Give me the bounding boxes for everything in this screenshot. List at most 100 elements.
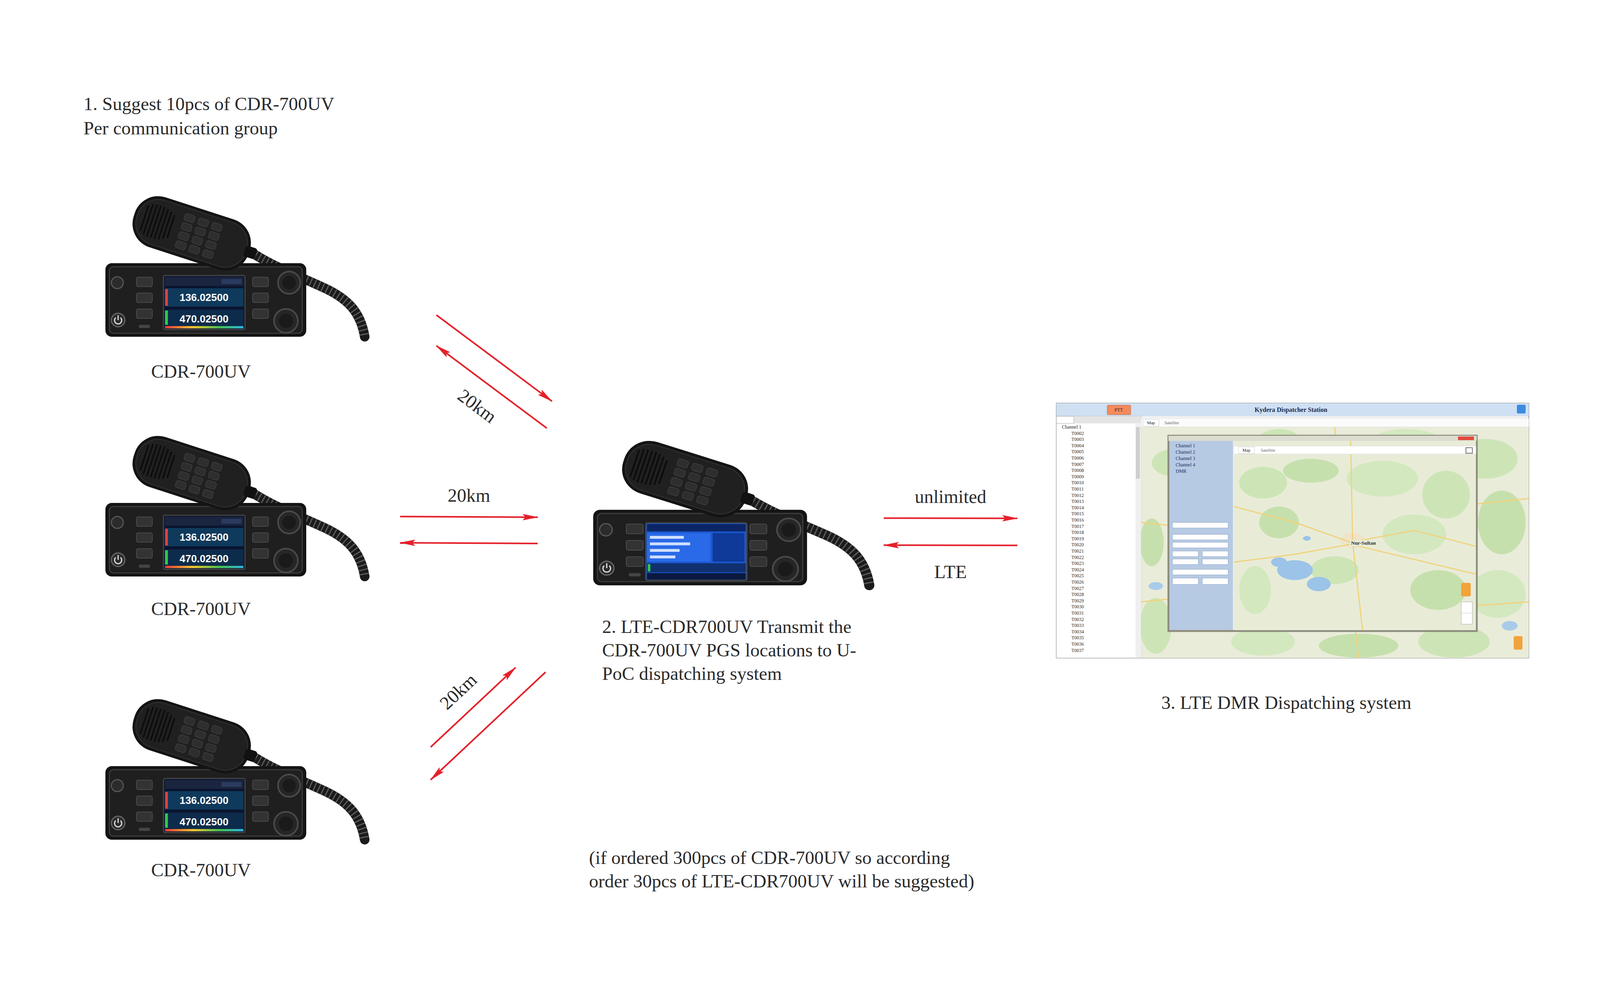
link-label: 20km — [433, 666, 484, 717]
playback-dialog — [1169, 441, 1233, 630]
terminal-id: T0005 — [1071, 449, 1084, 455]
screen-frequency: 470.02500 — [179, 313, 229, 326]
playback-dialog — [1233, 441, 1476, 631]
playback-dialog — [1172, 542, 1229, 549]
node-label: 2. LTE-CDR700UV Transmit the CDR-700UV P… — [602, 615, 873, 686]
map-background — [1469, 570, 1526, 619]
playback-dialog — [1168, 435, 1477, 632]
playback-dialog — [1239, 566, 1272, 615]
link-label: unlimited — [911, 486, 990, 508]
playback-dialog — [1422, 470, 1470, 519]
map-background — [1148, 582, 1163, 591]
lte-gateway-radio: 2. LTE-CDR700UV Transmit the CDR-700UV P… — [589, 433, 878, 597]
screen-frequency: 470.02500 — [179, 816, 229, 829]
radio-unit: CDR-700UV — [102, 428, 373, 588]
playback-dialog — [1458, 436, 1474, 441]
lte-radio — [593, 434, 870, 586]
terminal-id: T0026 — [1071, 579, 1084, 586]
dispatcher-screenshot — [1143, 419, 1159, 427]
dispatcher-screenshot — [1107, 405, 1131, 415]
playback-dialog — [1271, 557, 1287, 568]
playback-dialog — [1172, 559, 1199, 565]
terminal-id: T0017 — [1071, 524, 1084, 530]
screen-frequency: 136.02500 — [179, 795, 229, 807]
playback-dialog — [1410, 570, 1466, 611]
playback-dialog — [1350, 441, 1363, 631]
terminal-id: T0006 — [1071, 455, 1084, 462]
tree-item: DMR — [1175, 468, 1187, 475]
map-background — [1141, 427, 1529, 659]
terminal-id: T0032 — [1071, 617, 1084, 623]
playback-dialog — [1172, 534, 1229, 541]
terminal-id: T0023 — [1071, 561, 1084, 567]
playback-dialog — [1302, 536, 1311, 541]
terminal-id: T0013 — [1071, 499, 1084, 505]
dispatcher-screenshot — [1141, 418, 1529, 428]
tab-label: Map — [1242, 447, 1251, 453]
playback-dialog — [1202, 559, 1229, 565]
terminal-id: T0031 — [1071, 610, 1084, 617]
terminal-id: T0011 — [1071, 486, 1084, 493]
dispatcher-screenshot — [1135, 423, 1141, 658]
terminal-id: T0033 — [1071, 623, 1084, 629]
playback-dialog — [1461, 613, 1473, 614]
button-label: PTT — [1114, 407, 1123, 414]
playback-dialog — [1172, 578, 1199, 585]
terminal-id: T0018 — [1071, 530, 1084, 536]
terminal-id: T0007 — [1071, 462, 1084, 468]
tab-label: Satellite — [1164, 420, 1179, 426]
tree-item: Channel 1 — [1061, 424, 1082, 431]
terminal-id: T0035 — [1071, 635, 1084, 642]
playback-dialog — [1465, 447, 1473, 454]
tab-label: Satellite — [1260, 447, 1276, 453]
tree-item: Channel 1 — [1175, 443, 1196, 450]
playback-dialog — [1168, 435, 1477, 442]
playback-dialog — [1202, 551, 1229, 557]
screen-frequency: 136.02500 — [179, 531, 229, 544]
playback-dialog — [1172, 522, 1229, 529]
terminal-id: T0020 — [1071, 542, 1084, 549]
playback-dialog — [1172, 569, 1229, 576]
playback-dialog — [1238, 447, 1255, 454]
playback-dialog — [1239, 466, 1287, 499]
terminal-id: T0027 — [1071, 586, 1084, 592]
map-background — [1513, 636, 1523, 650]
link-arrow — [400, 542, 538, 544]
playback-dialog — [1461, 602, 1473, 625]
terminal-id: T0025 — [1071, 573, 1084, 580]
terminal-id: T0028 — [1071, 592, 1084, 598]
tree-item: Channel 4 — [1175, 462, 1196, 469]
playback-dialog — [1233, 446, 1476, 455]
terminal-id: T0009 — [1071, 474, 1084, 481]
terminal-id: T0004 — [1071, 443, 1084, 450]
node-label: CDR-700UV — [151, 359, 251, 384]
link-arrow — [883, 544, 1018, 547]
terminal-id: T0030 — [1071, 604, 1084, 611]
map-background — [1141, 518, 1164, 567]
node-label: CDR-700UV — [151, 858, 251, 883]
link-arrow — [883, 517, 1018, 520]
playback-dialog — [1233, 506, 1476, 547]
dispatcher-screenshot — [1056, 416, 1142, 424]
terminal-id: T0002 — [1071, 431, 1084, 437]
radio-unit: CDR-700UV — [102, 188, 373, 348]
dispatcher-screenshot — [1056, 416, 1074, 424]
terminal-id: T0014 — [1071, 505, 1084, 512]
terminal-id: T0036 — [1071, 641, 1084, 648]
playback-dialog — [1283, 458, 1339, 483]
link-label: 20km — [444, 484, 494, 507]
terminal-id: T0024 — [1071, 567, 1084, 574]
terminal-id: T0021 — [1071, 548, 1084, 555]
dispatcher-screenshot — [1516, 404, 1526, 414]
node-label: 3. LTE DMR Dispatching system — [1161, 691, 1412, 715]
dispatcher-screenshot — [1056, 403, 1529, 659]
diagram-title: 1. Suggest 10pcs of CDR-700UV Per commun… — [83, 91, 348, 141]
link-label: 20km — [451, 382, 504, 430]
terminal-id: T0003 — [1071, 437, 1084, 443]
screen-frequency: 136.02500 — [179, 291, 229, 304]
map-background — [1141, 598, 1172, 654]
terminal-id: T0016 — [1071, 517, 1084, 524]
terminal-id: T0008 — [1071, 468, 1084, 474]
